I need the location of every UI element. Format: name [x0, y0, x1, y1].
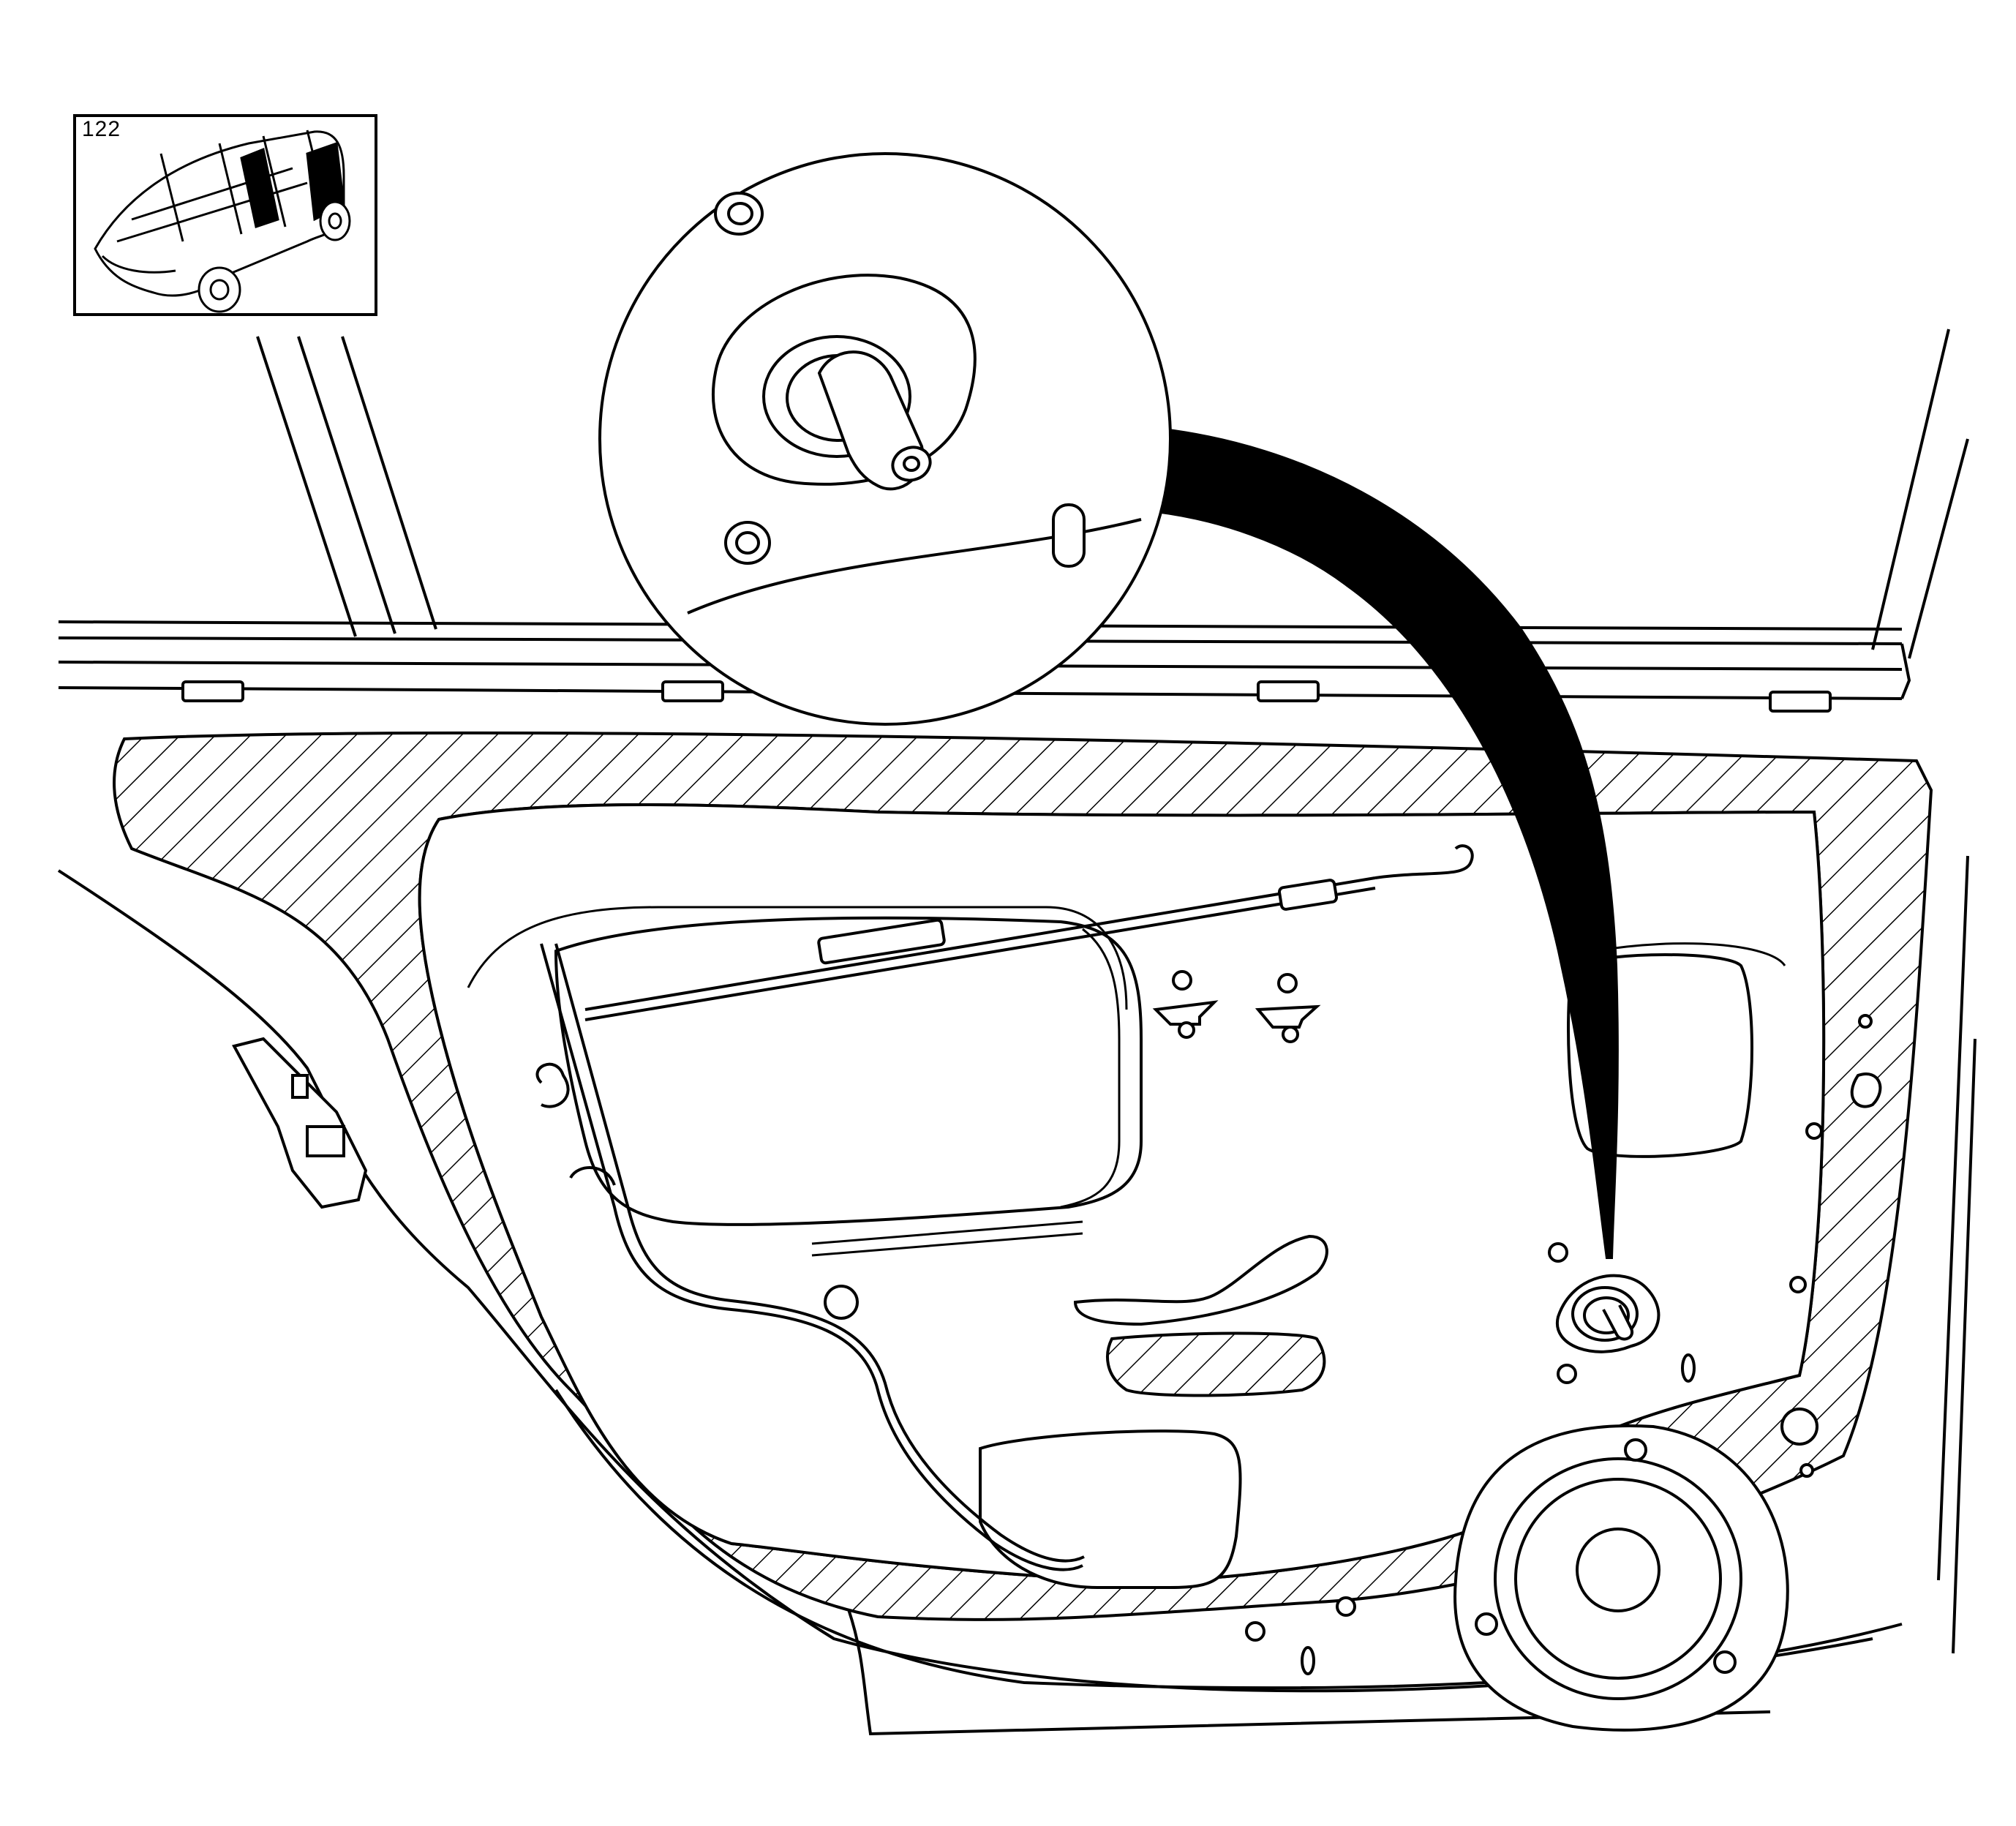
panel-fasteners	[824, 970, 1882, 1675]
inset-reference-number: 122	[82, 117, 121, 141]
panel-contour	[1073, 1234, 1328, 1326]
detail-magnifier	[598, 152, 1172, 726]
car-body-icon	[94, 129, 351, 313]
access-hole-rim	[1594, 942, 1786, 966]
detail-leader	[1154, 427, 1619, 1259]
grommet	[1555, 1274, 1660, 1353]
speaker	[1453, 1424, 1789, 1732]
lower-pocket	[979, 1429, 1242, 1589]
belt-clips	[181, 680, 1832, 713]
window-opening-trim	[467, 906, 1128, 1257]
door-latch	[232, 1037, 368, 1209]
window-opening	[554, 916, 1143, 1226]
handle-recess	[1106, 1331, 1326, 1397]
inset-frame	[73, 114, 377, 316]
regulator-rod	[535, 844, 1474, 1571]
